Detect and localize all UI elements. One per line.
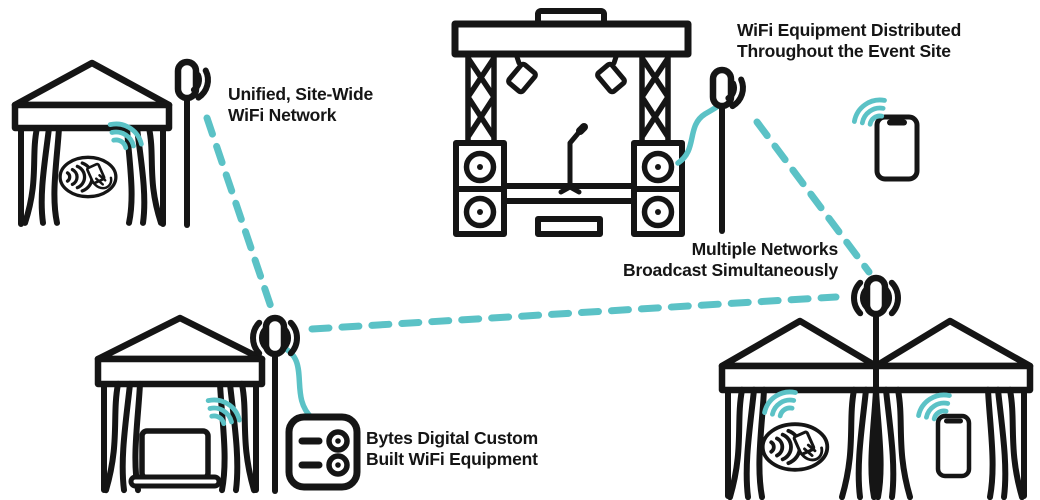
wifi-broadcast-icon	[190, 67, 211, 101]
smartphone-icon	[935, 413, 972, 479]
network-link-line	[308, 293, 840, 333]
smartphone-icon	[874, 114, 920, 182]
network-link-line	[753, 118, 873, 276]
contactless-payment-icon	[58, 155, 118, 199]
equipment-cable-line	[675, 98, 725, 166]
antenna-mast-icon	[250, 318, 300, 494]
tent-icon	[11, 59, 173, 227]
antenna-mast-icon	[713, 70, 746, 234]
wifi-broadcast-icon	[250, 319, 300, 357]
label-multiple-networks: Multiple Networks Broadcast Simultaneous…	[623, 239, 838, 280]
laptop-icon	[128, 428, 222, 489]
network-link-line	[203, 114, 276, 314]
label-equipment-distributed: WiFi Equipment Distributed Throughout th…	[737, 20, 962, 61]
wifi-broadcast-icon	[851, 279, 901, 317]
antenna-mast-icon	[178, 62, 211, 228]
label-custom-equipment: Bytes Digital Custom Built WiFi Equipmen…	[366, 428, 538, 469]
tent-icon	[94, 314, 266, 490]
wifi-broadcast-icon	[725, 76, 746, 110]
label-unified-network: Unified, Site-Wide WiFi Network	[228, 84, 373, 125]
wifi-equipment-box-icon	[285, 413, 361, 491]
stage-truss-icon	[451, 8, 692, 237]
equipment-cable-line	[279, 344, 315, 421]
contactless-payment-icon	[760, 422, 830, 472]
antenna-mast-icon	[851, 278, 901, 499]
